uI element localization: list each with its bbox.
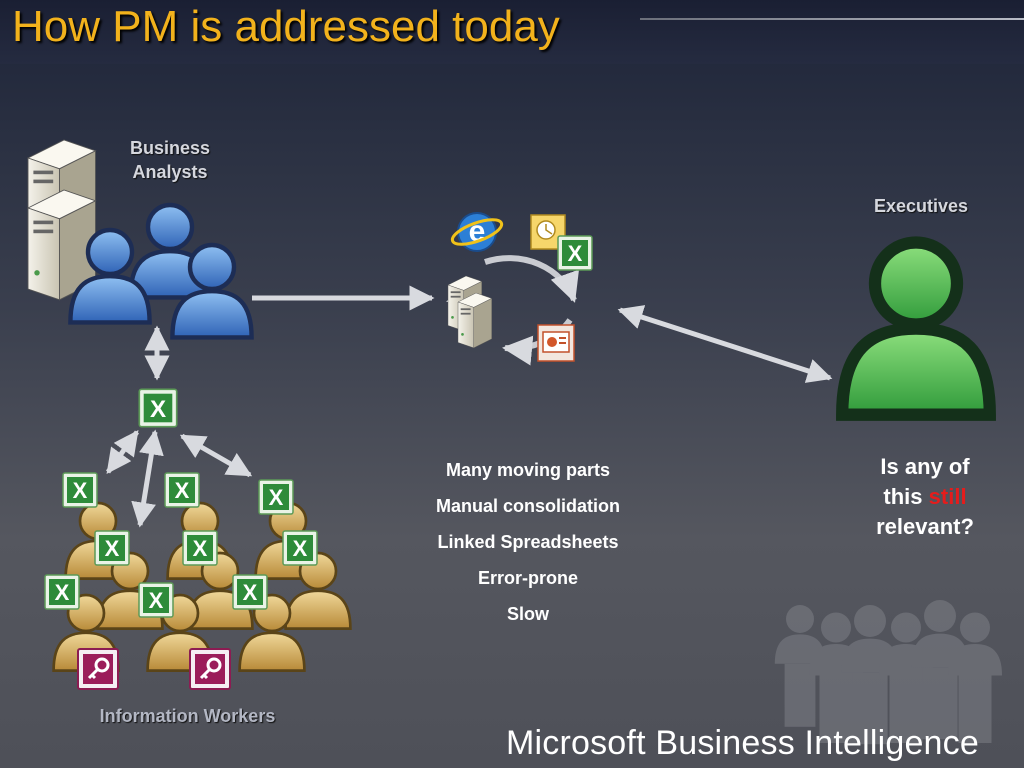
excel-icon: [94, 530, 130, 566]
question-line2: this still: [850, 482, 1000, 512]
server-icon: [457, 292, 492, 349]
crowd-watermark-icon: [774, 600, 1002, 745]
people-icon: [52, 501, 352, 672]
cycle-diagram: e: [446, 212, 593, 366]
list-item: Manual consolidation: [435, 496, 620, 516]
list-item: Many moving parts: [445, 460, 611, 480]
arrow-icon: [105, 285, 833, 528]
excel-icon: [62, 472, 98, 508]
title-underline: [640, 18, 1024, 20]
access-icon: [188, 647, 232, 691]
list-item: Error-prone: [477, 568, 578, 588]
excel-icon: [138, 388, 178, 428]
executive-person-icon: [842, 243, 990, 415]
question-highlight: still: [928, 484, 967, 509]
issues-list: Many moving parts Manual consolidation L…: [408, 456, 648, 636]
excel-icon: [258, 479, 294, 515]
excel-icon: [182, 530, 218, 566]
powerpoint-icon: [537, 324, 575, 362]
question-line2-pre: this: [883, 484, 929, 509]
excel-icon: [232, 574, 268, 610]
brand-logo-text: Microsoft Business Intelligence: [506, 724, 979, 762]
business-analysts-label: Business Analysts: [110, 136, 230, 184]
excel-icon: [44, 574, 80, 610]
slide-title: How PM is addressed today: [12, 2, 560, 51]
information-workers-label: Information Workers: [99, 706, 276, 726]
excel-icon: [164, 472, 200, 508]
access-icon: [76, 647, 120, 691]
excel-icon: [138, 582, 174, 618]
question-line3: relevant?: [876, 514, 974, 539]
ie-icon: e: [450, 212, 504, 252]
excel-icon: [557, 235, 593, 271]
people-icon: [70, 205, 251, 337]
relevance-question: Is any of this still relevant?: [850, 452, 1000, 542]
list-item: Linked Spreadsheets: [437, 532, 619, 552]
list-item: Slow: [506, 604, 549, 624]
excel-icon: [282, 530, 318, 566]
executives-label: Executives: [873, 196, 969, 216]
question-line1: Is any of: [880, 454, 970, 479]
title-bar: [0, 0, 1024, 64]
business-analysts-label-line2: Analysts: [132, 162, 208, 182]
business-analysts-label-line1: Business: [129, 138, 211, 158]
